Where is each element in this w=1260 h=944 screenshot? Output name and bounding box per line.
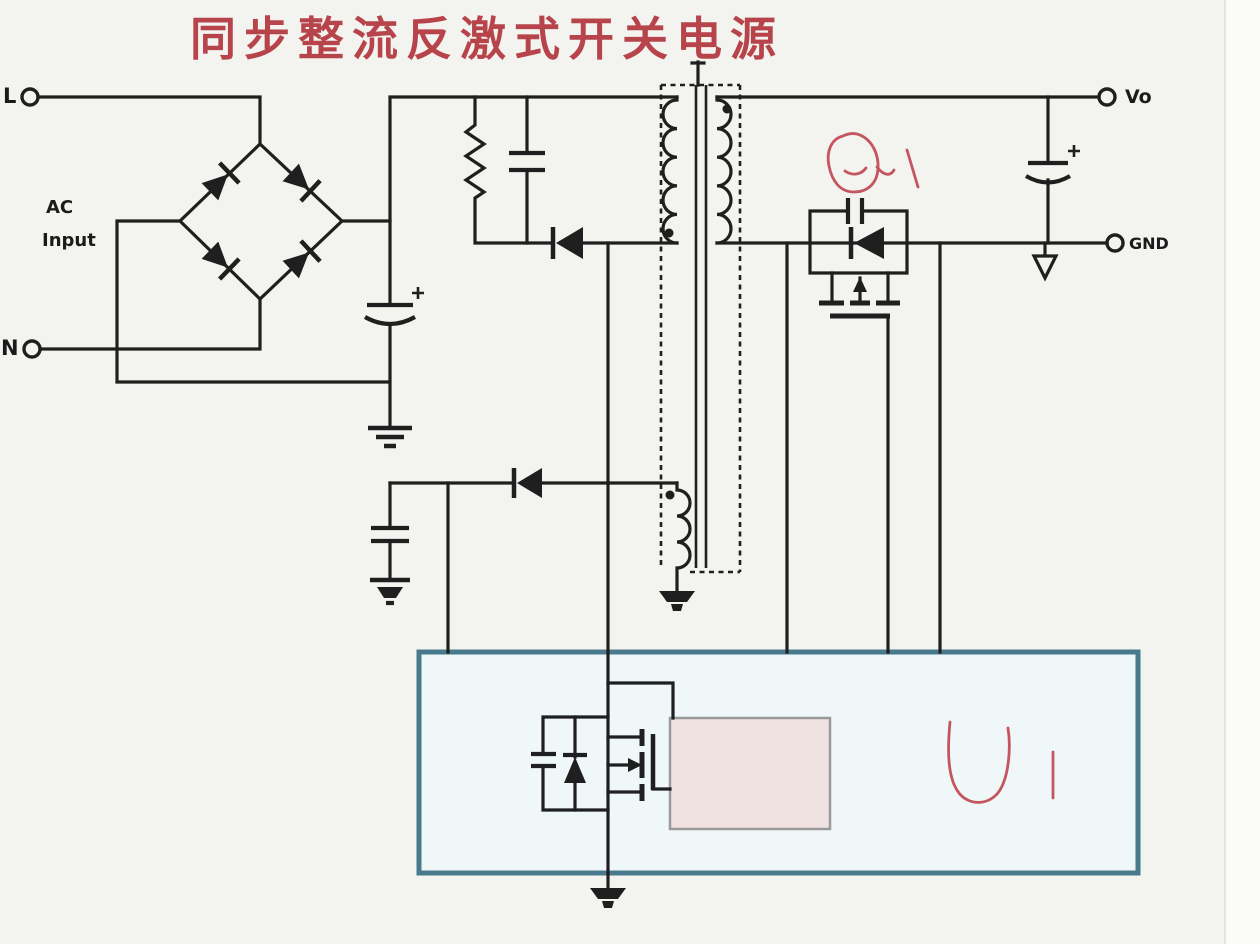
ac-input-label-line2: Input [42, 230, 96, 251]
aux-polarity-dot [665, 490, 675, 500]
mosfet-parallel-capacitor [531, 751, 556, 769]
internal-mosfet [531, 650, 675, 908]
schematic-title: 同步整流反激式开关电源 [190, 12, 784, 66]
line-terminal-label: L [3, 84, 17, 108]
plus-sign [1068, 145, 1080, 157]
bridge-rectifier [177, 141, 345, 302]
primary-winding [661, 95, 679, 245]
l-terminal [20, 87, 262, 146]
secondary-polarity-dot [722, 104, 732, 114]
controller-ic-u1 [416, 649, 1141, 876]
mosfet-source-ground-symbol [590, 888, 626, 908]
n-terminal [22, 297, 262, 359]
mosfet-body-arrow [628, 758, 642, 772]
output-capacitor [1024, 95, 1080, 245]
gnd-terminal [1105, 233, 1125, 253]
q1-body-arrow [853, 277, 867, 292]
mosfet-body-diode [563, 715, 587, 812]
q1-parallel-capacitor [845, 198, 865, 224]
rcd-snubber [463, 95, 679, 259]
snubber-resistor [463, 95, 554, 245]
core-top-stub [690, 60, 706, 87]
bridge-diode-bottom-left [201, 241, 241, 281]
transformer [659, 60, 742, 611]
bulk-capacitor [363, 95, 679, 429]
q1-body-diode [848, 227, 884, 259]
clamp-diode [550, 227, 583, 259]
secondary-winding [715, 95, 733, 245]
vcc-supply [370, 468, 679, 654]
drain-sense-branch [606, 681, 675, 720]
vo-terminal [1097, 87, 1117, 107]
snubber-capacitor [509, 95, 545, 245]
bridge-diode-top-right [282, 163, 322, 203]
annotation-q1 [826, 132, 920, 194]
vcc-capacitor [371, 481, 409, 580]
transformer-core [694, 85, 708, 568]
vout-label: Vo [1125, 86, 1152, 108]
primary-ground-symbol [368, 425, 412, 449]
primary-polarity-dot [664, 228, 674, 238]
output-ground-arrow [1031, 241, 1059, 282]
page-right-margin [1224, 0, 1260, 944]
driver-block [668, 716, 832, 831]
neutral-terminal-label: N [1, 336, 19, 360]
vcc-ground-symbol [370, 577, 410, 606]
aux-ground-symbol [659, 591, 695, 611]
ground-label: GND [1129, 234, 1169, 253]
annotation-u1 [947, 720, 1055, 804]
vcc-diode [511, 468, 542, 498]
ac-input-label-line1: AC [46, 197, 74, 218]
plus-sign [412, 287, 424, 299]
auxiliary-winding [665, 481, 692, 592]
bridge-diode-bottom-right [282, 239, 322, 279]
bridge-diode-top-left [201, 161, 241, 201]
transformer-shield-box [659, 83, 742, 574]
sync-rectifier-q1 [785, 198, 942, 654]
bridge-negative-return-wire [115, 219, 390, 384]
